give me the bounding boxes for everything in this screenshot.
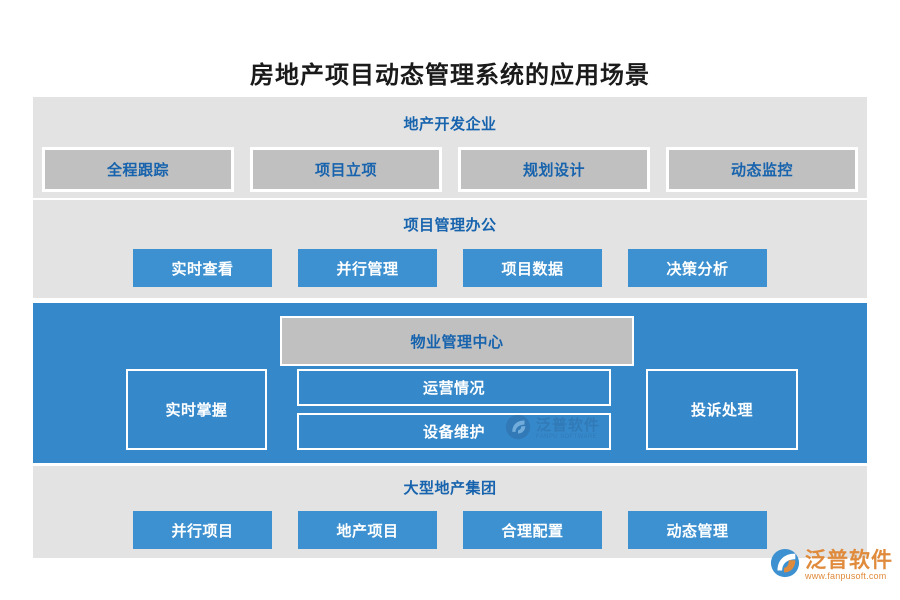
section-project-management-office: 项目管理办公 实时查看 并行管理 项目数据 决策分析 [33, 200, 867, 298]
chip-gui-hua-she-ji[interactable]: 规划设计 [458, 147, 650, 192]
chip-xiang-mu-shu-ju[interactable]: 项目数据 [463, 249, 602, 287]
chip-shi-shi-cha-kan[interactable]: 实时查看 [133, 249, 272, 287]
chip-shi-shi-zhang-wo[interactable]: 实时掌握 [126, 369, 267, 450]
chip-row-project-management-office: 实时查看 并行管理 项目数据 决策分析 [133, 249, 767, 287]
brand-logo: 泛普软件 www.fanpusoft.com [770, 548, 893, 583]
section-real-estate-developer: 地产开发企业 全程跟踪 项目立项 规划设计 动态监控 [33, 97, 867, 198]
chip-di-chan-xiang-mu[interactable]: 地产项目 [298, 511, 437, 549]
section-heading-real-estate-developer: 地产开发企业 [403, 116, 497, 133]
section-property-management-center: 物业管理中心 实时掌握 运营情况 设备维护 投诉处理 [33, 303, 867, 463]
chip-bing-xing-guan-li[interactable]: 并行管理 [298, 249, 437, 287]
chip-row-real-estate-developer: 全程跟踪 项目立项 规划设计 动态监控 [42, 147, 858, 192]
chip-she-bei-wei-hu[interactable]: 设备维护 [297, 413, 611, 450]
chip-dong-tai-jian-kong[interactable]: 动态监控 [666, 147, 858, 192]
section-heading-project-management-office: 项目管理办公 [403, 217, 497, 234]
chip-yun-ying-qing-kuang[interactable]: 运营情况 [297, 369, 611, 406]
brand-name: 泛普软件 [805, 548, 893, 572]
chip-row-large-real-estate-group: 并行项目 地产项目 合理配置 动态管理 [133, 511, 767, 549]
chip-he-li-pei-zhi[interactable]: 合理配置 [463, 511, 602, 549]
chip-dong-tai-guan-li[interactable]: 动态管理 [628, 511, 767, 549]
chip-xiang-mu-li-xiang[interactable]: 项目立项 [250, 147, 442, 192]
fanpu-logo-icon [770, 548, 800, 583]
chip-quan-cheng-gen-zong[interactable]: 全程跟踪 [42, 147, 234, 192]
chip-tou-su-chu-li[interactable]: 投诉处理 [646, 369, 798, 450]
chip-bing-xing-xiang-mu[interactable]: 并行项目 [133, 511, 272, 549]
section-heading-property-management-center: 物业管理中心 [280, 316, 634, 366]
brand-url: www.fanpusoft.com [805, 570, 887, 581]
chip-jue-ce-fen-xi[interactable]: 决策分析 [628, 249, 767, 287]
page-title: 房地产项目动态管理系统的应用场景 [250, 62, 650, 89]
section-large-real-estate-group: 大型地产集团 并行项目 地产项目 合理配置 动态管理 [33, 466, 867, 558]
section-heading-large-real-estate-group: 大型地产集团 [403, 480, 497, 497]
